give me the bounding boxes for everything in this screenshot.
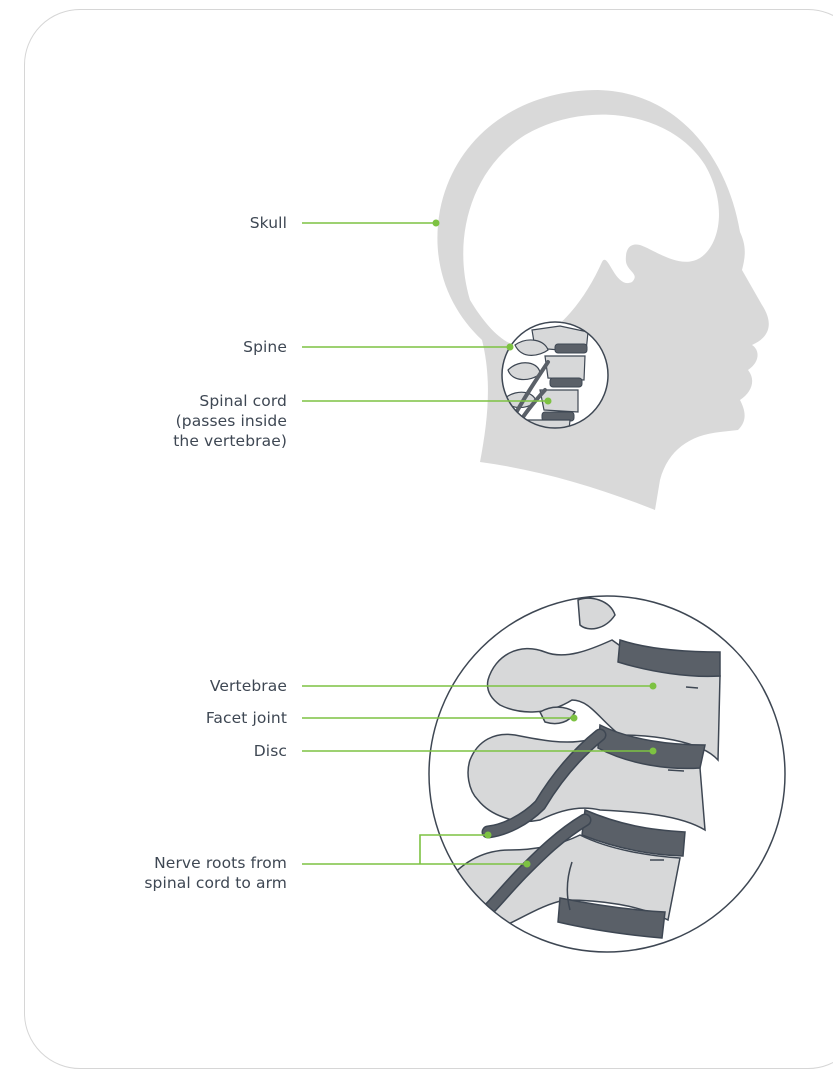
label-vertebrae: Vertebrae <box>210 676 287 696</box>
label-disc: Disc <box>254 741 287 761</box>
label-spine: Spine <box>243 337 287 357</box>
label-nerve-roots: Nerve roots from spinal cord to arm <box>144 853 287 893</box>
anatomy-illustration <box>0 0 833 1032</box>
spine-detail-inset <box>429 596 785 952</box>
label-skull: Skull <box>250 213 287 233</box>
label-spinal-cord: Spinal cord (passes inside the vertebrae… <box>173 391 287 451</box>
label-facet-joint: Facet joint <box>206 708 287 728</box>
